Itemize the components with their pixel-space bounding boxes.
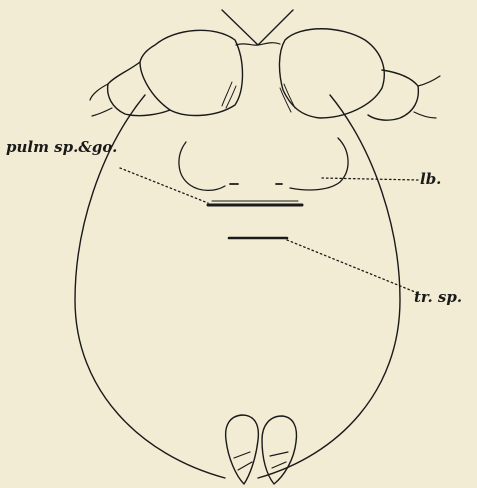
leader-pulm [120, 168, 208, 203]
left-coxa [140, 30, 243, 115]
left-trochanter [108, 62, 170, 116]
right-lung-book [290, 138, 348, 190]
left-lung-book [179, 142, 225, 190]
label-lb: lb. [420, 172, 441, 187]
pedicel-inner [236, 43, 280, 45]
abdomen-outline [75, 95, 400, 478]
leader-tr-sp [287, 240, 420, 294]
left-spinneret [226, 415, 259, 484]
left-spinneret-tip [234, 452, 252, 470]
right-spinneret-tip [270, 452, 288, 468]
right-coxa [279, 29, 384, 118]
label-tr-sp: tr. sp. [414, 290, 462, 305]
label-pulm-sp-go: pulm sp.&go. [6, 140, 117, 155]
pedicel [222, 10, 293, 45]
leader-lb [322, 178, 418, 180]
left-femur-stub [90, 84, 112, 116]
right-trochanter [368, 70, 418, 120]
left-coxa-inner [222, 82, 236, 108]
right-spinneret [262, 416, 296, 484]
